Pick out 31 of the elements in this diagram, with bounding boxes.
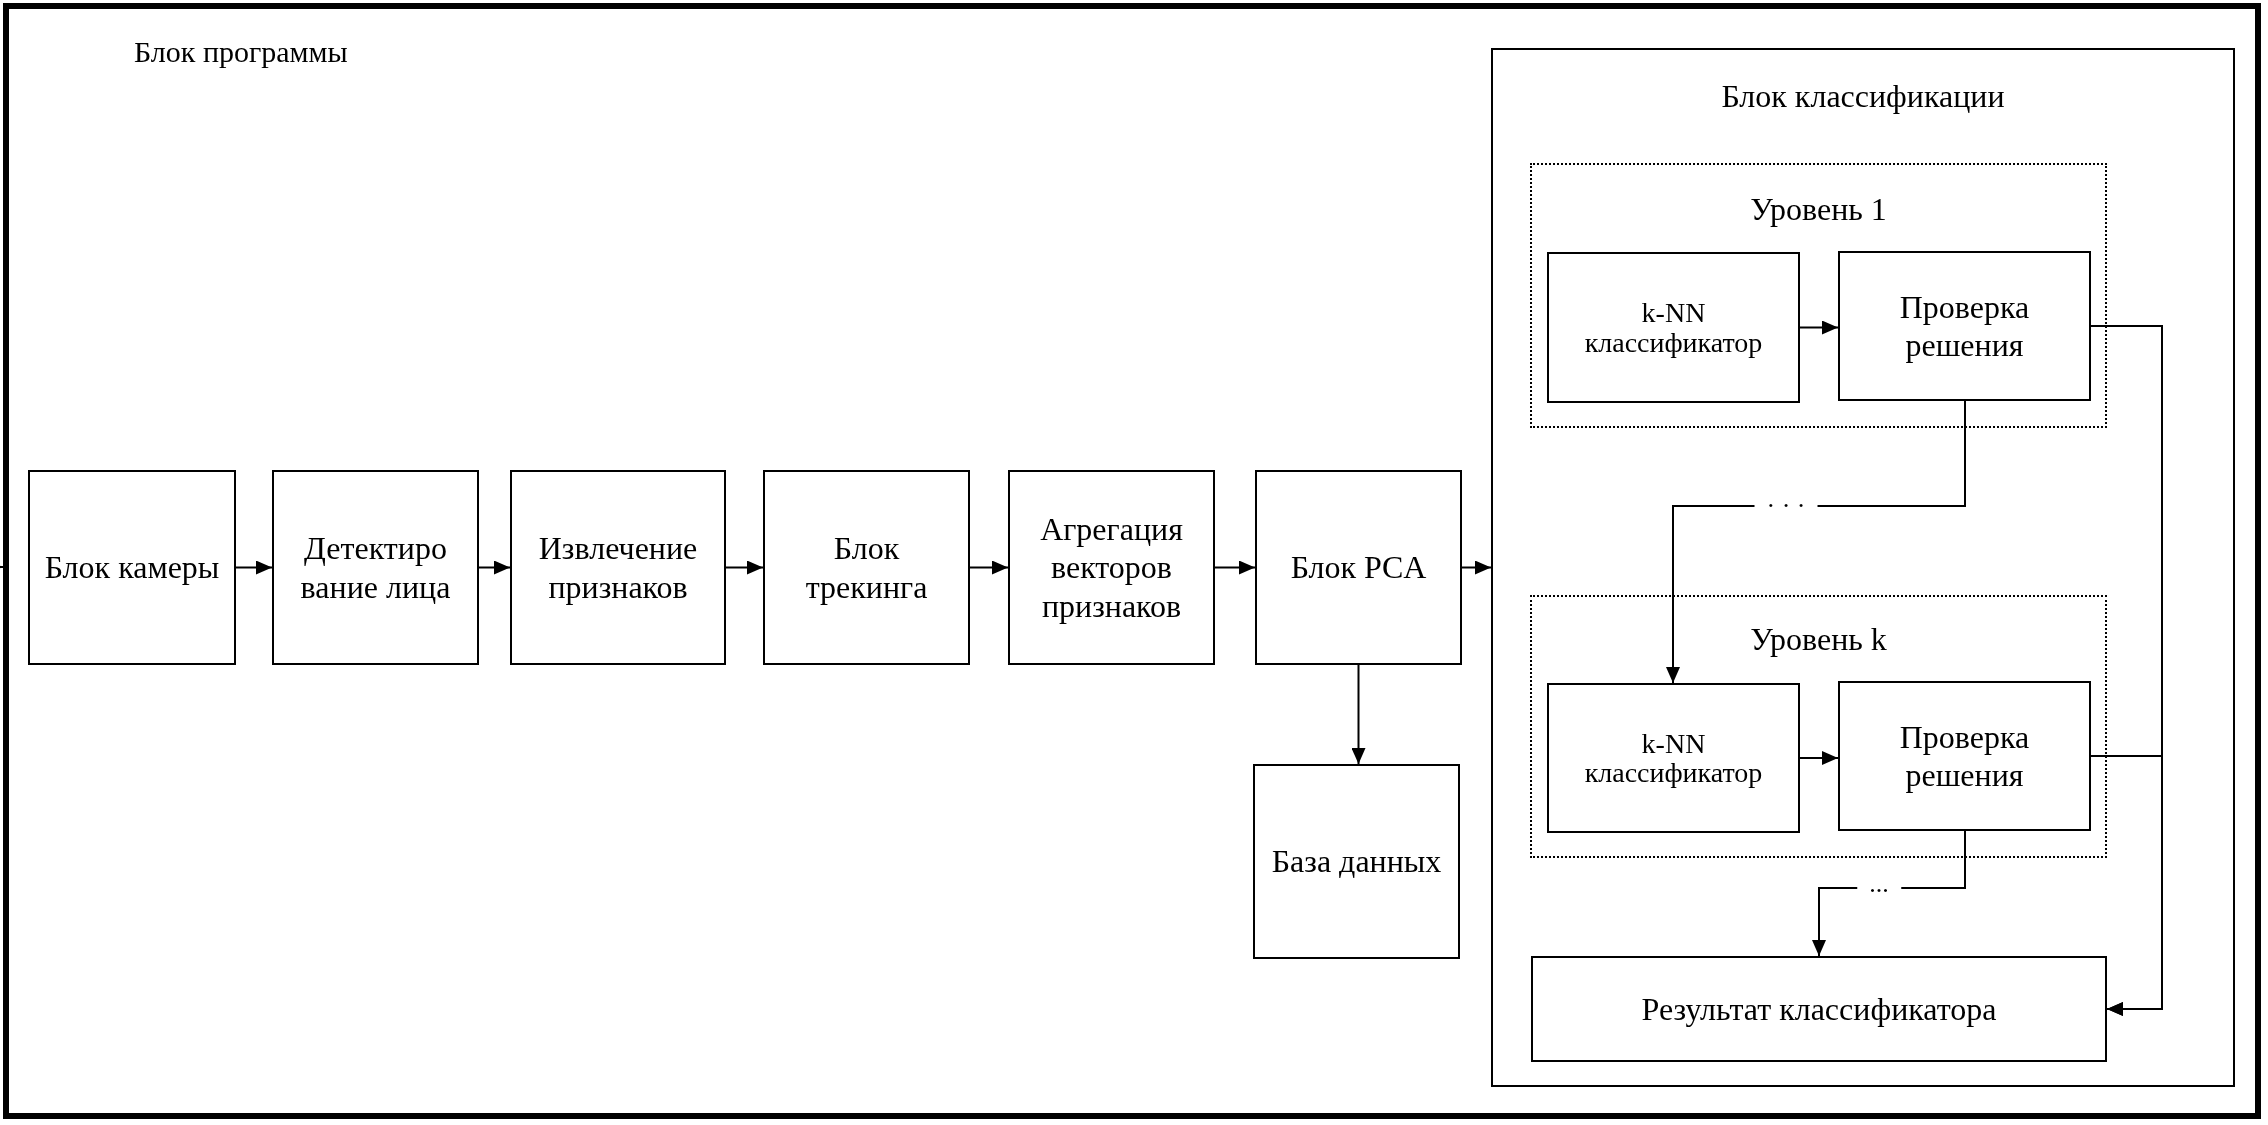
process-box: База данных (1253, 764, 1460, 959)
process-box: Агрегация векторов признаков (1008, 470, 1215, 665)
arrow (1666, 400, 1966, 684)
program-block-frame (3, 3, 2261, 1119)
group-title: Уровень k (1749, 620, 1888, 659)
process-box: Проверка решения (1838, 681, 2091, 831)
process-box: Блок PCA (1255, 470, 1462, 665)
process-box: Блок трекинга (763, 470, 970, 665)
arrow (235, 560, 273, 575)
arrow (478, 560, 511, 575)
arrow (1351, 664, 1366, 765)
arrow (725, 560, 764, 575)
arrow (1799, 320, 1839, 335)
level-group (1530, 163, 2107, 428)
process-box: k-NN классификатор (1547, 252, 1800, 403)
arrow (969, 560, 1009, 575)
process-box: Детектиро вание лица (272, 470, 479, 665)
process-box: Проверка решения (1838, 251, 2091, 401)
level-group (1530, 595, 2107, 858)
arrow (2090, 755, 2163, 1016)
group-title: Уровень 1 (1749, 190, 1888, 229)
arrow (1799, 751, 1839, 765)
process-box: Результат классификатора (1531, 956, 2107, 1062)
arrow (1461, 560, 1492, 575)
process-box: Блок камеры (28, 470, 236, 665)
process-box: k-NN классификатор (1547, 683, 1800, 833)
group-title: Блок программы (134, 34, 348, 70)
process-box: Извлечение признаков (510, 470, 726, 665)
group-title: Блок классификации (1720, 77, 2006, 116)
classification-block-frame (1491, 48, 2235, 1087)
arrow (1214, 560, 1256, 575)
